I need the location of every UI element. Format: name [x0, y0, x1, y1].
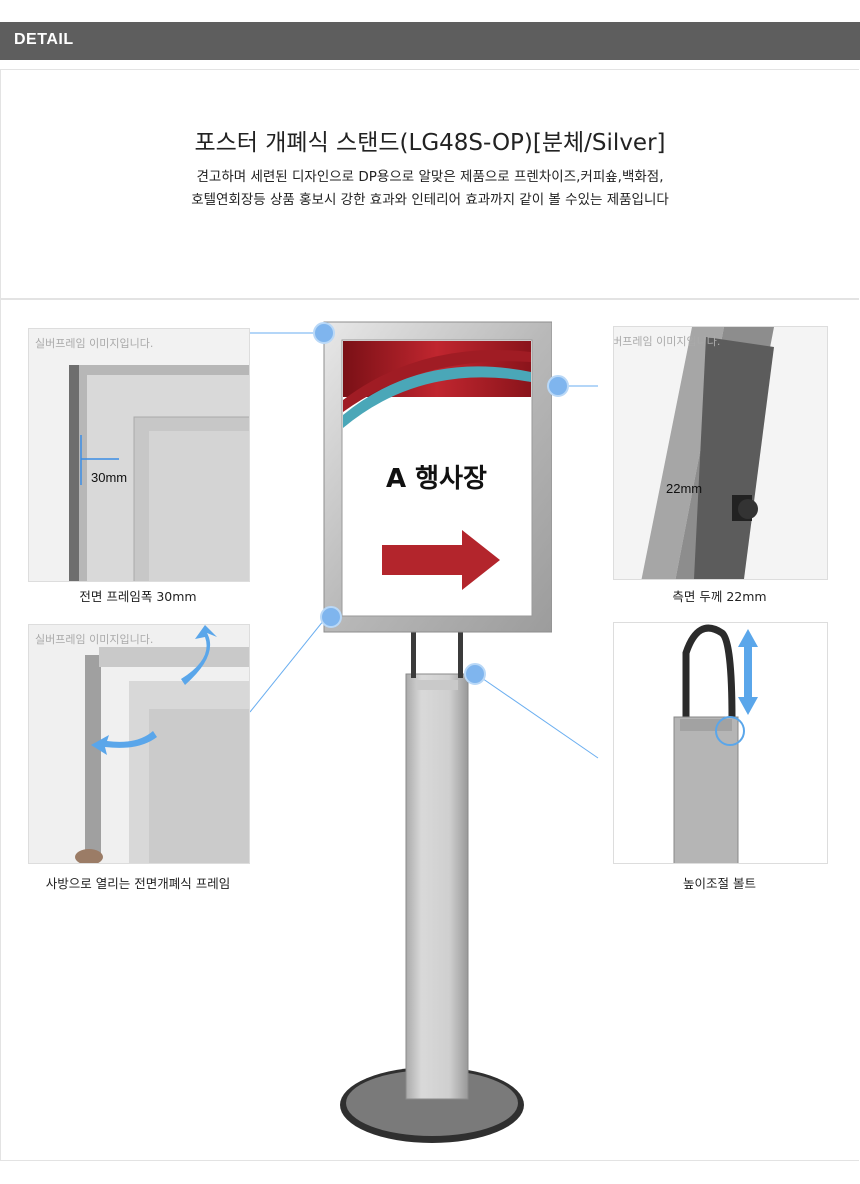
- intro-panel: [0, 69, 859, 299]
- marker-pole-top: [464, 663, 486, 685]
- product-description-line2: 호텔연회장등 상품 홍보시 강한 효과와 인테리어 효과까지 같이 볼 수있는 …: [191, 192, 669, 208]
- detail-panel: [0, 299, 859, 1161]
- sign-text: A 행사장: [386, 464, 487, 494]
- marker-frame-right: [547, 375, 569, 397]
- front-frame-photo: 실버프레임 이미지입니다. 30mm: [28, 328, 250, 582]
- front-frame-caption: 전면 프레임폭 30mm: [79, 589, 197, 604]
- open-photo-watermark: 실버프레임 이미지입니다.: [35, 633, 154, 646]
- side-dimension-label: 22mm: [666, 481, 703, 496]
- product-title: 포스터 개폐식 스탠드(LG48S-OP)[분체/Silver]: [194, 130, 666, 156]
- marker-frame-bottom-left: [320, 606, 342, 628]
- front-dimension-label: 30mm: [91, 470, 128, 485]
- height-bolt-photo: [613, 622, 828, 864]
- poster-stand-illustration: [323, 321, 552, 1143]
- side-photo-watermark: 실버프레임 이미지입니다.: [613, 335, 721, 348]
- product-description-line1: 견고하며 세련된 디자인으로 DP용으로 알맞은 제품으로 프렌차이즈,커피숖,…: [196, 169, 664, 185]
- front-photo-watermark: 실버프레임 이미지입니다.: [35, 337, 154, 350]
- side-thickness-photo: 실버프레임 이미지입니다. 22mm: [613, 326, 828, 580]
- height-bolt-caption: 높이조절 볼트: [683, 876, 756, 891]
- detail-header-bar: DETAIL: [0, 22, 860, 60]
- side-thickness-caption: 측면 두께 22mm: [672, 589, 767, 604]
- detail-header-label: DETAIL: [14, 31, 74, 48]
- marker-frame-top-left: [313, 322, 335, 344]
- opening-frame-caption: 사방으로 열리는 전면개폐식 프레임: [45, 876, 231, 891]
- opening-frame-photo: 실버프레임 이미지입니다.: [28, 624, 250, 864]
- front-dimension-marker: [80, 435, 119, 485]
